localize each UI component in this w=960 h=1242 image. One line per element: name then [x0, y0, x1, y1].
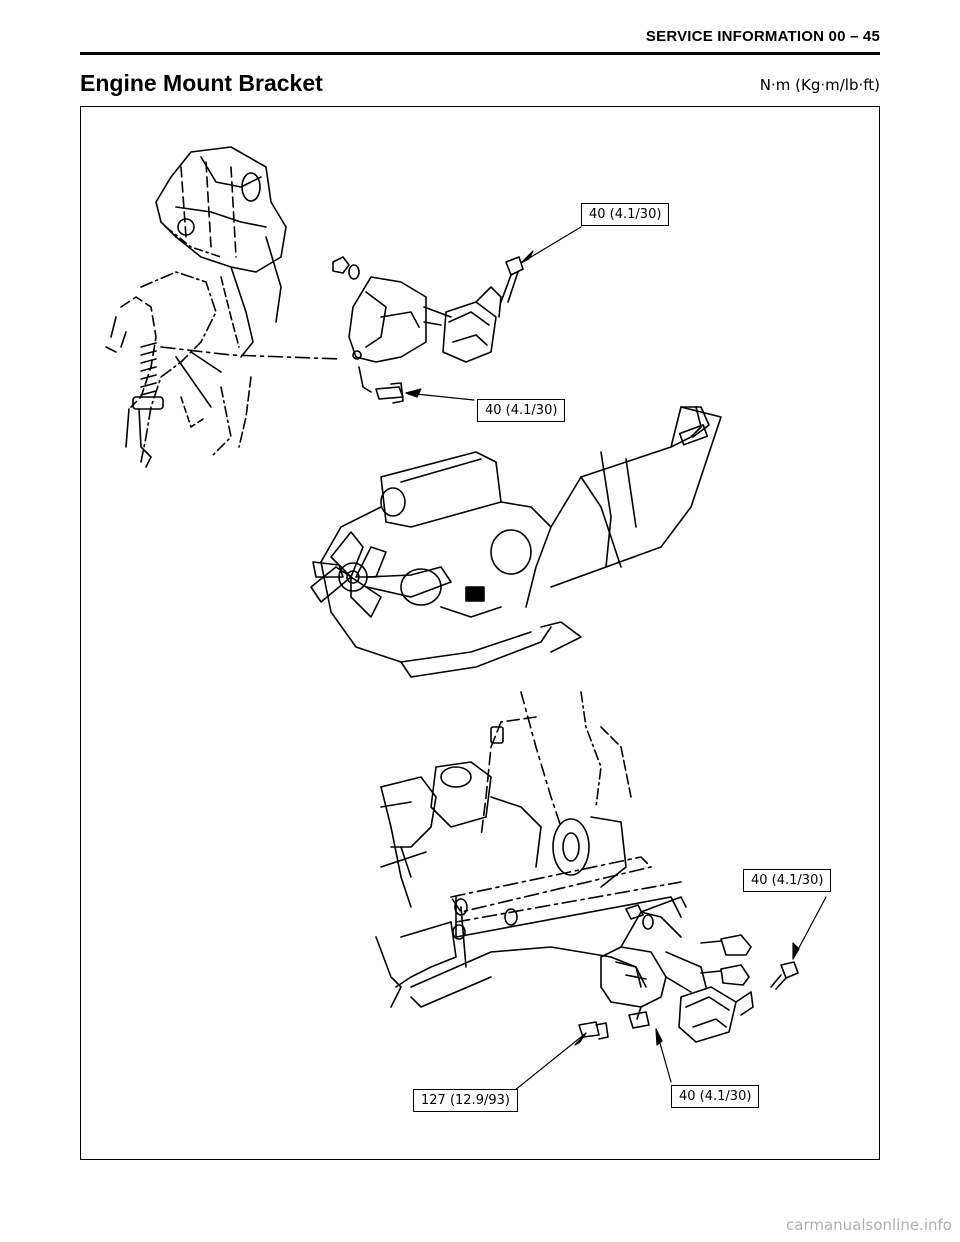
- torque-callout-lower-right-bolt: 40 (4.1/30): [743, 869, 832, 892]
- callout-leaders: [405, 226, 827, 1100]
- torque-callout-upper-bracket-bolt: 40 (4.1/30): [477, 399, 566, 422]
- page-title: Engine Mount Bracket: [80, 70, 323, 96]
- upper-mount-bracket: [332, 256, 524, 404]
- diagram-frame: 40 (4.1/30) 40 (4.1/30) 40 (4.1/30) 127 …: [80, 106, 880, 1160]
- torque-callout-upper-bolt: 40 (4.1/30): [581, 203, 670, 226]
- torque-units: N·m (Kg·m/lb·ft): [759, 76, 880, 94]
- page-header: SERVICE INFORMATION 00 – 45: [80, 26, 880, 55]
- engine-mount-illustration: [105, 146, 827, 1100]
- upper-engine-block: [105, 146, 342, 468]
- section-heading: SERVICE INFORMATION 00 – 45: [645, 28, 880, 45]
- torque-callout-lower-center-bolt: 40 (4.1/30): [671, 1085, 760, 1108]
- watermark: carmanualsonline.info: [786, 1216, 952, 1234]
- lower-frame-assembly: [375, 691, 799, 1043]
- engine-transmission-overview: [310, 406, 722, 678]
- torque-callout-lower-frame-bolt: 127 (12.9/93): [413, 1089, 518, 1112]
